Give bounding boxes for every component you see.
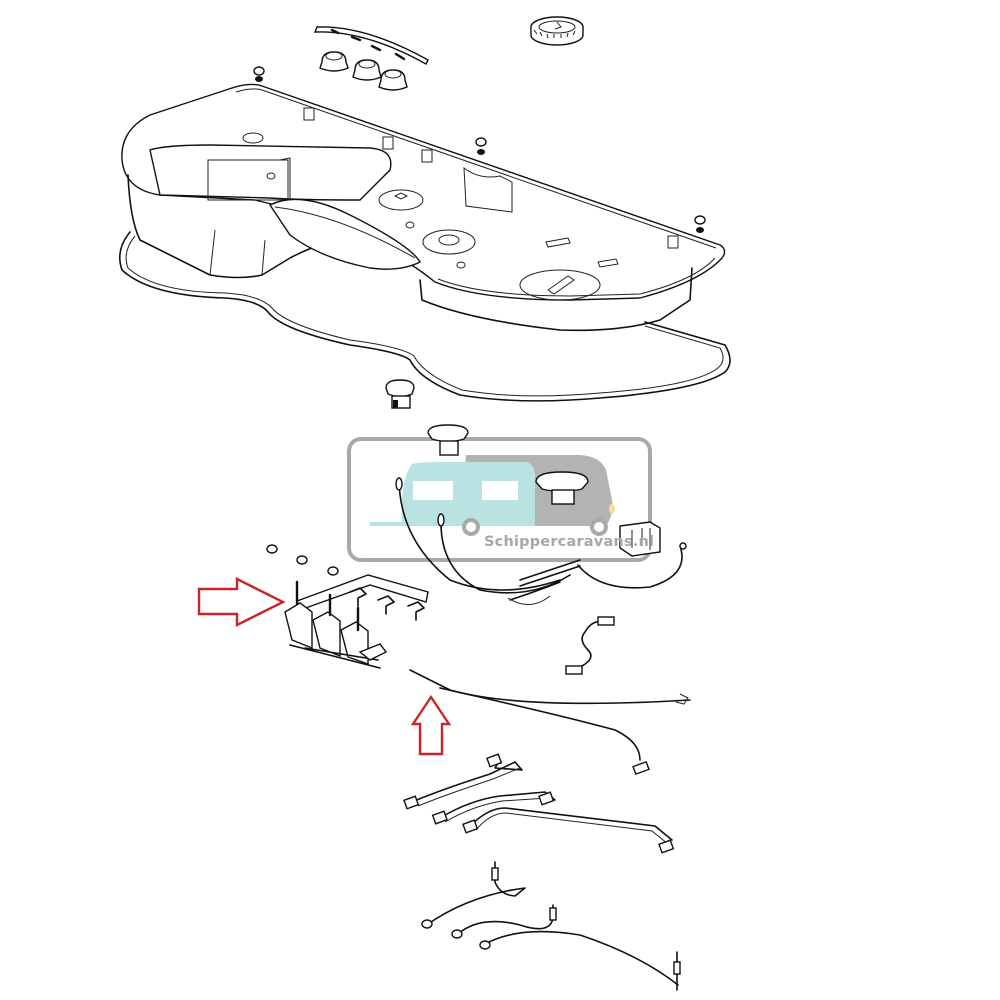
ignition-leads [395, 477, 615, 675]
control-knobs [253, 51, 408, 91]
knob-fascia-strip [313, 26, 429, 65]
burner-head-small [385, 379, 415, 409]
burner-cap-ring [530, 16, 584, 46]
gasket-seal [119, 231, 731, 402]
gas-supply-pipes [403, 753, 675, 854]
watermark-text: Schippercaravans.nl [484, 534, 655, 550]
hob-tray-base [121, 83, 726, 332]
knob-1 [319, 51, 349, 72]
knob-2 [352, 59, 382, 81]
knob-3 [378, 69, 408, 91]
thermocouples [421, 861, 681, 991]
piezo-igniter-unit [577, 521, 687, 589]
arrow-right-icon [197, 577, 286, 627]
gas-valve-manifold [266, 544, 429, 669]
arrow-up-icon [410, 694, 452, 756]
watermark-logo [347, 437, 652, 562]
thermocouple-wire [409, 669, 691, 776]
burner-head-medium [427, 424, 589, 505]
